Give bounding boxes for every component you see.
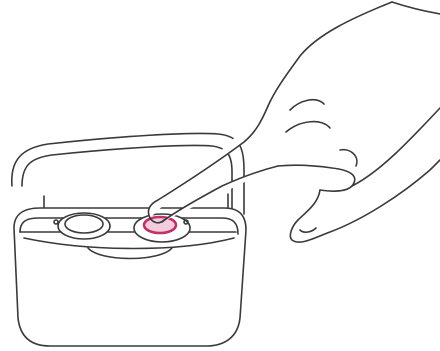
- right-earbud: [134, 214, 190, 242]
- case-body: [14, 208, 246, 346]
- touch-sensor-highlight: [144, 217, 176, 233]
- hand-icon: [148, 2, 440, 242]
- case-lid: [12, 133, 244, 214]
